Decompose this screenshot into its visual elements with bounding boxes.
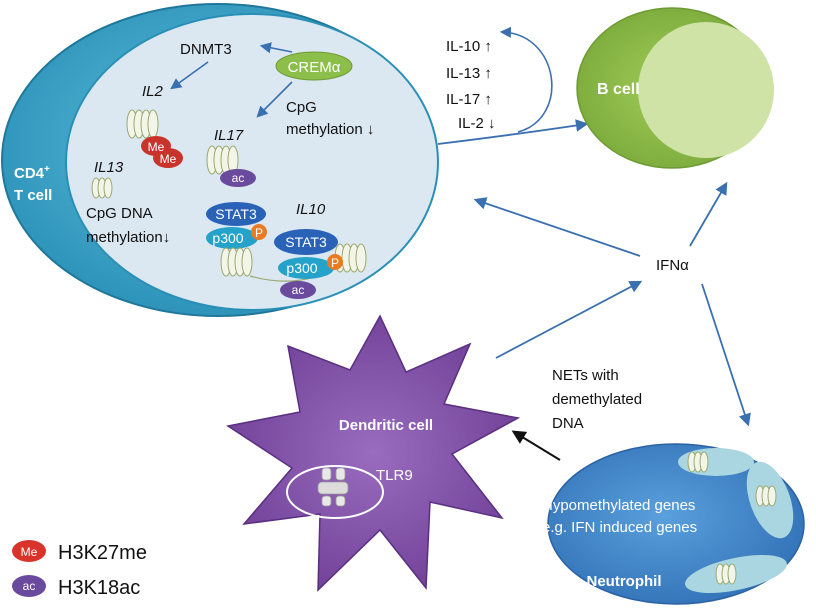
b-cell xyxy=(576,7,774,169)
ac-mark-il10-label: ac xyxy=(292,283,305,297)
stat3-node-1 xyxy=(206,202,266,226)
phospho-label-2: P xyxy=(331,256,339,270)
ifn-to-bcell-arrow xyxy=(689,181,728,247)
il10-nucleosomes-left xyxy=(220,247,253,277)
legend: Me H3K27me ac H3K18ac xyxy=(12,540,147,599)
stat3-node-2 xyxy=(274,229,338,255)
dnmt3-label: DNMT3 xyxy=(180,41,232,58)
neutrophil-chromatin-3 xyxy=(715,563,737,585)
nets-line2: demethylated xyxy=(552,391,642,408)
ifn-alpha-label: IFNα xyxy=(656,257,689,274)
bcell-label: B cell xyxy=(597,81,640,98)
gene-il13-label: IL13 xyxy=(94,159,124,176)
cpg-dna-line1: CpG DNA xyxy=(86,205,153,222)
nets-line3: DNA xyxy=(552,415,584,432)
phospho-mark-2 xyxy=(327,254,343,270)
p300-node-1 xyxy=(206,227,258,249)
tcell-to-bcell-arrow xyxy=(437,119,589,145)
dendritic-to-ifn-arrow xyxy=(495,280,643,359)
me-mark-2 xyxy=(153,148,183,168)
cpg-dna-line2: methylation↓ xyxy=(86,229,170,246)
ac-mark-il10 xyxy=(280,281,316,299)
tcell-label-line1: CD4+ xyxy=(14,164,50,182)
tlr9-label: TLR9 xyxy=(376,467,413,484)
cytokine-il13: IL-13 ↑ xyxy=(446,65,492,82)
hypomethylated-line2: e.g. IFN induced genes xyxy=(542,519,697,536)
neutrophil-chromatin-2 xyxy=(755,485,777,507)
legend-ac-label: H3K18ac xyxy=(58,577,140,599)
il13-nucleosomes xyxy=(91,177,113,199)
phospho-label-1: P xyxy=(255,226,263,240)
dendritic-cell xyxy=(226,314,521,592)
crem-to-il17-arrow xyxy=(256,81,293,118)
tcell-label-line2: T cell xyxy=(14,187,52,204)
endosome xyxy=(286,465,384,519)
legend-ac-swatch xyxy=(12,575,46,597)
hypomethylated-line1: Hypomethylated genes xyxy=(542,497,695,514)
tlr9-receptor-icon xyxy=(317,467,349,507)
ifn-to-neutrophil-arrow xyxy=(701,283,751,427)
phospho-mark-1 xyxy=(251,224,267,240)
ac-mark-il17 xyxy=(220,169,256,187)
gene-il2-label: IL2 xyxy=(142,83,164,100)
cytokine-list: IL-10 ↑ IL-13 ↑ IL-17 ↑ IL-2 ↓ xyxy=(446,38,496,132)
dnmt3-to-il2-arrow xyxy=(170,61,209,90)
nets-line1: NETs with xyxy=(552,367,619,384)
legend-me-label: H3K27me xyxy=(58,542,147,564)
nets-to-dendritic-arrow xyxy=(511,430,561,461)
feedback-arrow xyxy=(499,26,553,133)
cpg-methylation-line2: methylation ↓ xyxy=(286,121,374,138)
ifn-to-tcell-arrow xyxy=(473,197,641,257)
crem-alpha-node xyxy=(275,51,353,81)
stat3-label-1: STAT3 xyxy=(215,206,257,222)
gene-il10-label: IL10 xyxy=(296,201,326,218)
dendritic-cell-label: Dendritic cell xyxy=(339,417,433,434)
p300-label-1: p300 xyxy=(212,230,243,246)
crem-to-dnmt3-arrow xyxy=(259,42,293,54)
me-mark-2-label: Me xyxy=(160,152,177,166)
neutrophil-label: Neutrophil xyxy=(587,573,662,590)
ac-mark-il17-label: ac xyxy=(232,171,245,185)
cytokine-il10: IL-10 ↑ xyxy=(446,38,492,55)
t-cell-nucleus xyxy=(65,13,439,311)
p300-label-2: p300 xyxy=(286,260,317,276)
cytokine-il17: IL-17 ↑ xyxy=(446,91,492,108)
me-mark-1-label: Me xyxy=(148,140,165,154)
legend-me-mark: Me xyxy=(21,545,38,559)
b-cell-nucleus xyxy=(638,22,774,158)
il2-nucleosomes xyxy=(126,109,159,139)
cpg-methylation-line1: CpG xyxy=(286,99,317,116)
legend-ac-mark: ac xyxy=(23,579,36,593)
crem-alpha-label: CREMα xyxy=(288,59,341,76)
neutrophil-chromatin-1 xyxy=(687,451,709,473)
gene-il17-label: IL17 xyxy=(214,127,244,144)
stat3-label-2: STAT3 xyxy=(285,234,327,250)
cytokine-il2: IL-2 ↓ xyxy=(458,115,496,132)
legend-me-swatch xyxy=(12,540,46,562)
p300-node-2 xyxy=(278,257,334,279)
